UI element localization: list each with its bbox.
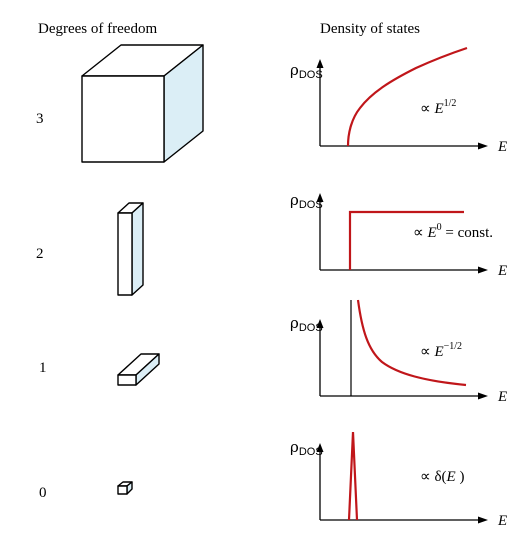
dof-label: 1 (39, 360, 47, 376)
wire-shape (117, 353, 160, 386)
row-2d: 2 ρDOS E ∝ E0 = const. (36, 191, 507, 296)
relation-label: ∝ E1/2 (420, 98, 456, 117)
slab-shape (117, 202, 144, 296)
header-degrees-of-freedom: Degrees of freedom (38, 21, 157, 37)
cube-shape (81, 44, 204, 163)
header-density-of-states: Density of states (320, 21, 420, 37)
row-1d: 1 ρDOS E ∝ E−1/2 (39, 299, 507, 405)
dof-label: 0 (39, 485, 47, 501)
relation-label: ∝ E0 = const. (413, 222, 493, 241)
dof-label: 2 (36, 246, 44, 262)
dos-plot-2d: ρDOS E ∝ E0 = const. (290, 191, 507, 279)
dos-plot-0d: ρDOS E ∝ δ(E ) (290, 431, 507, 529)
relation-label: ∝ E−1/2 (420, 341, 462, 360)
dot-shape (117, 481, 133, 495)
x-axis-label: E (497, 139, 507, 155)
y-axis-label: ρDOS (290, 61, 323, 81)
x-axis-label: E (497, 263, 507, 279)
y-axis-label: ρDOS (290, 438, 323, 458)
y-axis-label: ρDOS (290, 314, 323, 334)
x-axis-label: E (497, 513, 507, 529)
relation-label: ∝ δ(E ) (420, 469, 464, 485)
x-axis-label: E (497, 389, 507, 405)
dof-label: 3 (36, 111, 44, 127)
dos-plot-3d: ρDOS E ∝ E1/2 (290, 46, 507, 155)
y-axis-label: ρDOS (290, 191, 323, 211)
row-0d: 0 ρDOS E ∝ δ(E ) (39, 431, 507, 529)
row-3d: 3 ρDOS E ∝ E1/2 (36, 44, 507, 163)
dos-plot-1d: ρDOS E ∝ E−1/2 (290, 299, 507, 405)
